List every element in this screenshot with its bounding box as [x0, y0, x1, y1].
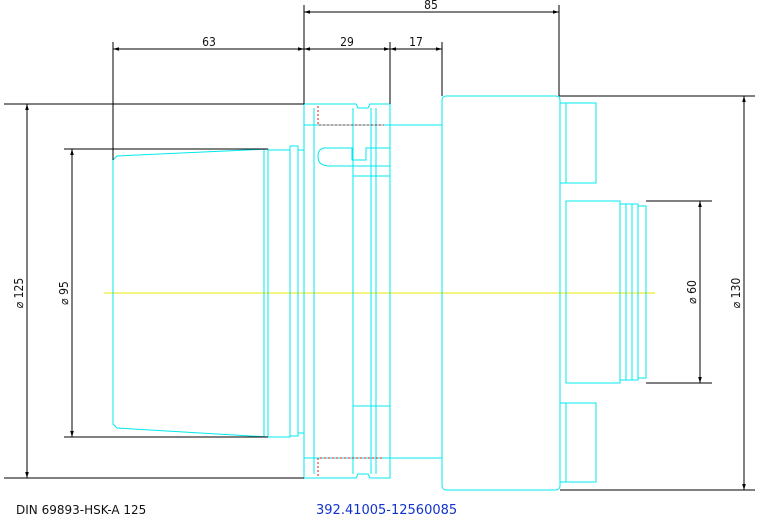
- neck: [389, 124, 443, 459]
- standard-label: DIN 69893-HSK-A 125: [16, 503, 147, 517]
- hidden-lines: [317, 106, 384, 476]
- collar-top: [559, 102, 597, 184]
- dim-neck-length: 17: [409, 35, 423, 49]
- flange: [303, 103, 391, 479]
- dim-flange-diameter: ⌀ 125: [12, 278, 26, 309]
- dim-taper-length: 63: [202, 35, 216, 49]
- body: [441, 95, 561, 491]
- dimension-lines: [4, 5, 755, 491]
- part-number-label: 392.41005-12560085: [316, 503, 458, 518]
- collar-bottom: [559, 402, 597, 483]
- dim-taper-diameter: ⌀ 95: [57, 281, 71, 305]
- nose: [565, 200, 621, 384]
- dim-bore-diameter: ⌀ 60: [685, 280, 699, 304]
- dim-overall-length: 85: [424, 0, 438, 12]
- dim-body-diameter: ⌀ 130: [729, 278, 743, 309]
- drive-slot: [317, 147, 391, 167]
- dim-flange-length: 29: [340, 35, 354, 49]
